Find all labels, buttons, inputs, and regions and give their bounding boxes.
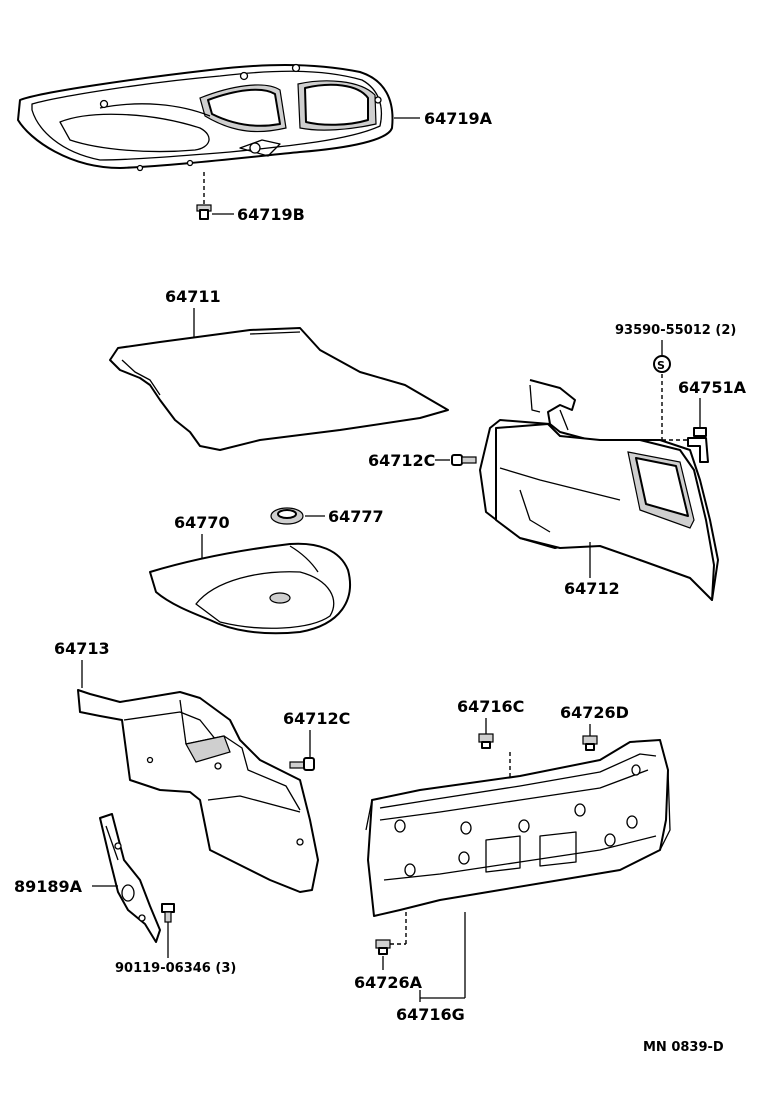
label-93590: 93590-55012 (2) bbox=[615, 323, 736, 338]
grommet-icon bbox=[270, 507, 304, 525]
label-64716C: 64716C bbox=[457, 697, 524, 716]
label-64777: 64777 bbox=[328, 507, 384, 526]
left-side-trim bbox=[77, 689, 319, 893]
label-64712C-mid: 64712C bbox=[283, 709, 350, 728]
screw-icon bbox=[451, 454, 477, 466]
label-64726A: 64726A bbox=[354, 973, 423, 992]
label-89189A: 89189A bbox=[14, 877, 83, 896]
svg-text:S: S bbox=[657, 359, 665, 372]
diagram-code: MN 0839-D bbox=[643, 1040, 724, 1055]
trunk-lid-liner bbox=[17, 63, 394, 172]
clip-icon-c bbox=[478, 733, 494, 749]
mount-bracket bbox=[99, 813, 161, 943]
label-64770: 64770 bbox=[174, 513, 230, 532]
label-64711: 64711 bbox=[165, 287, 221, 306]
clip-icon-a bbox=[375, 939, 391, 955]
screw-icon-2 bbox=[289, 757, 315, 771]
rear-panel-trim bbox=[365, 739, 671, 917]
right-side-trim bbox=[479, 379, 719, 601]
trunk-floor-mat bbox=[109, 327, 449, 451]
label-64716G: 64716G bbox=[396, 1005, 465, 1024]
clip-icon-d bbox=[582, 735, 598, 751]
bracket-icon bbox=[687, 427, 709, 463]
label-64712: 64712 bbox=[564, 579, 620, 598]
label-64726D: 64726D bbox=[560, 703, 629, 722]
label-64751A: 64751A bbox=[678, 378, 747, 397]
spare-tire-cover bbox=[149, 542, 351, 635]
bolt-icon bbox=[161, 903, 175, 923]
label-90119: 90119-06346 (3) bbox=[115, 961, 236, 976]
label-64713: 64713 bbox=[54, 639, 110, 658]
clip-icon bbox=[196, 204, 212, 220]
label-64719B: 64719B bbox=[237, 205, 305, 224]
label-64719A: 64719A bbox=[424, 109, 493, 128]
clip-s-icon: S bbox=[653, 355, 671, 373]
label-64712C-top: 64712C bbox=[368, 451, 435, 470]
